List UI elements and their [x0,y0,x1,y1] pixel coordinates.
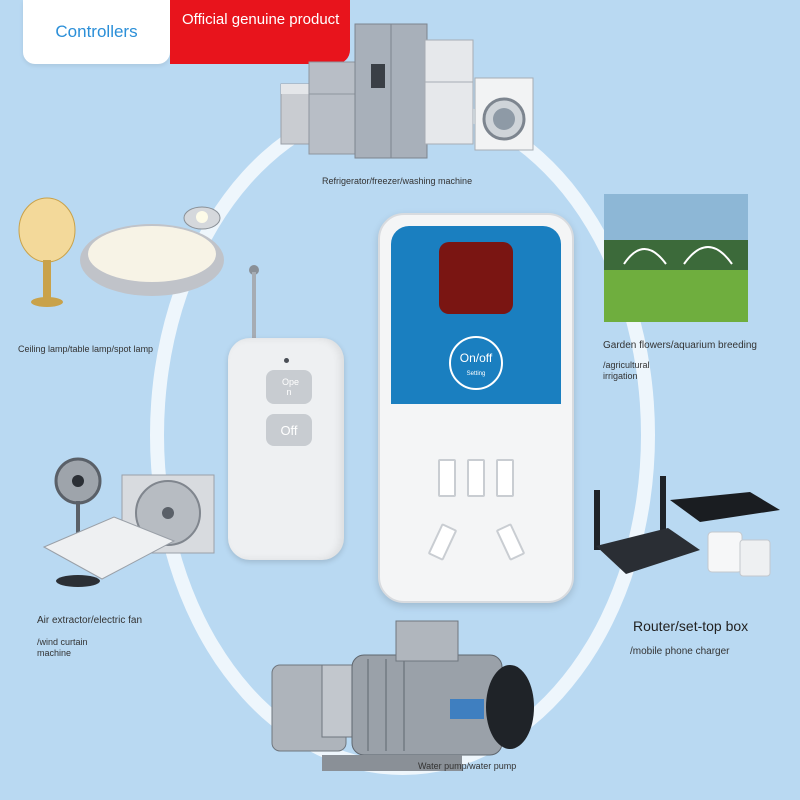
router-image [594,476,780,577]
garden-label: Garden flowers/aquarium breeding [603,340,757,351]
pump-label: Water pump/water pump [418,761,517,771]
pin-slot [438,459,456,497]
router-label: Router/set-top box [633,618,749,634]
fridge-label: Refrigerator/freezer/washing machine [322,176,473,186]
tab-official-genuine[interactable]: Official genuine product [170,0,350,64]
remote-off-label: Off [280,422,298,438]
socket-button-sublabel: Setting [466,371,486,377]
water-pump-image [271,620,534,771]
socket-display [439,242,513,314]
tab-controllers-label: Controllers [55,22,138,41]
fans-image [42,457,215,587]
fan-label: Air extractor/electric fan [37,615,143,626]
socket-button-label: On/off [459,351,493,365]
remote-control: Ope n Off [228,338,344,560]
remote-off-button[interactable]: Off [266,414,312,446]
socket-panel: On/off Setting [391,226,561,404]
garden-sublabel: /agricultural irrigation [603,360,650,381]
tab-official-label: Official genuine product [182,11,340,28]
router-sublabel: /mobile phone charger [630,646,730,657]
remote-led [284,358,289,363]
fan-sublabel: /wind curtain machine [37,637,88,658]
garden-image [604,194,748,322]
fridge-washer-image [280,23,534,159]
lamps-image [18,197,224,307]
pin-slot [496,459,514,497]
smart-socket: On/off Setting [378,213,574,603]
remote-open-label: Ope n [282,377,300,397]
socket-onoff-button[interactable]: On/off Setting [449,336,503,390]
remote-antenna [249,265,259,344]
tab-controllers[interactable]: Controllers [23,0,170,64]
socket-outlet-three-pin [438,459,514,497]
lamp-label: Ceiling lamp/table lamp/spot lamp [18,344,154,354]
pin-slot [467,459,485,497]
pin-slot [495,523,526,561]
pin-slot [427,523,458,561]
remote-open-button[interactable]: Ope n [266,370,312,404]
